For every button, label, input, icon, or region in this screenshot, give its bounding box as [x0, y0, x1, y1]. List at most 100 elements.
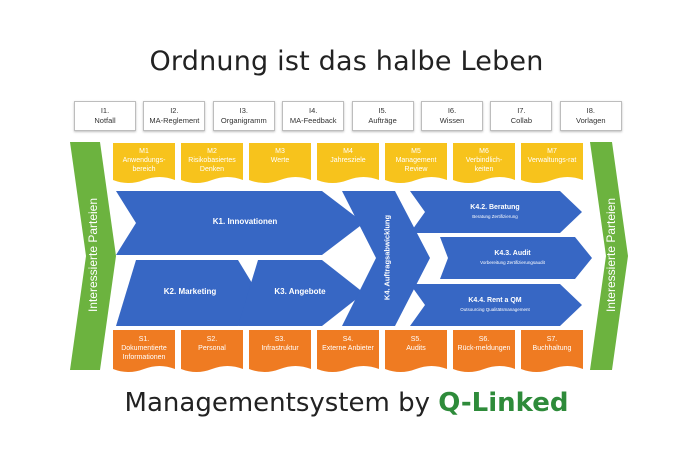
- support-tab-text: Dokumentierte Informationen: [121, 345, 167, 361]
- k43-audit-arrow[interactable]: [440, 237, 592, 279]
- support-tab-label: S6. Rück-meldungen: [453, 335, 515, 353]
- brand-logo[interactable]: Q-Linked: [438, 388, 569, 418]
- support-tab-4[interactable]: [317, 330, 379, 372]
- k42-label: K4.2. Beratung: [470, 204, 520, 211]
- k2-label: K2. Marketing: [163, 287, 217, 296]
- k42-sub: Beratung Zertifizierung: [472, 214, 518, 219]
- info-box-label: Vorlagen: [575, 116, 606, 125]
- info-box-id: I1.: [100, 106, 110, 115]
- footer-prefix: Managementsystem by: [124, 388, 439, 418]
- management-tab-id: M1: [139, 148, 149, 155]
- management-tab-text: Werte: [270, 157, 290, 164]
- info-box-6[interactable]: I6.Wissen: [421, 101, 483, 131]
- management-tab-5[interactable]: [385, 143, 447, 183]
- management-tab-6[interactable]: [453, 143, 515, 183]
- management-tab-2[interactable]: [181, 143, 243, 183]
- management-tab-id: M5: [411, 148, 421, 155]
- support-tab-label: S7. Buchhaltung: [521, 335, 583, 353]
- support-tab-label: S4. Externe Anbieter: [317, 335, 379, 353]
- k44-sub: Outsourcing Qualitätsmanagement: [460, 307, 530, 312]
- k2-marketing-arrow[interactable]: [116, 260, 258, 326]
- management-tab-text: Jahresziele: [330, 157, 366, 164]
- support-tab-1[interactable]: [113, 330, 175, 372]
- support-tab-text: Rück-meldungen: [457, 345, 511, 352]
- info-box-id: I5.: [378, 106, 387, 115]
- support-tab-5[interactable]: [385, 330, 447, 372]
- support-tab-2[interactable]: [181, 330, 243, 372]
- management-tab-text: Management Review: [395, 157, 437, 173]
- support-tab-text: Externe Anbieter: [322, 345, 374, 352]
- k1-label: K1. Innovationen: [212, 217, 278, 226]
- support-tab-label: S5. Audits: [385, 335, 447, 353]
- k43-label: K4.3. Audit: [494, 250, 531, 257]
- info-box-id: I7.: [517, 106, 526, 115]
- management-tab-id: M7: [547, 148, 557, 155]
- info-box-4[interactable]: I4.MA-Feedback: [282, 101, 345, 131]
- info-box-3[interactable]: I3.Organigramm: [212, 101, 275, 131]
- support-tab-text: Infrastruktur: [261, 345, 299, 352]
- management-tab-id: M6: [479, 148, 489, 155]
- support-tab-id: S7.: [546, 336, 558, 343]
- right-side-arrow: [590, 142, 628, 370]
- management-tab-text: Risikobasiertes Denken: [188, 157, 236, 173]
- info-box-id: I2.: [170, 106, 179, 115]
- support-tab-label: S2. Personal: [181, 335, 243, 353]
- support-tab-id: S4.: [342, 336, 354, 343]
- support-tab-id: S5.: [410, 336, 422, 343]
- management-tab-4[interactable]: [317, 143, 379, 183]
- management-tab-7[interactable]: [521, 143, 583, 183]
- k43-sub: Vorbereitung Zertifizierungsaudit: [480, 260, 545, 265]
- info-box-label: Collab: [510, 116, 533, 125]
- support-tab-text: Buchhaltung: [532, 345, 572, 352]
- management-tab-1[interactable]: [113, 143, 175, 183]
- k3-label: K3. Angebote: [274, 287, 326, 296]
- info-box-label: Aufträge: [368, 116, 397, 125]
- support-tab-6[interactable]: [453, 330, 515, 372]
- support-tab-id: S2.: [206, 336, 218, 343]
- k42-consulting-arrow[interactable]: [410, 191, 582, 233]
- footer-tagline: Managementsystem by Q-Linked: [0, 388, 693, 418]
- k3-offers-arrow[interactable]: [238, 260, 364, 326]
- support-tab-label: S3. Infrastruktur: [249, 335, 311, 353]
- k44-label: K4.4. Rent a QM: [468, 297, 522, 304]
- right-side-label: Interessierte Parteien: [604, 197, 618, 313]
- k4-order-processing-arrow[interactable]: [342, 191, 430, 326]
- support-tab-id: S6.: [478, 336, 490, 343]
- support-tab-id: S3.: [274, 336, 286, 343]
- info-box-label: MA-Reglement: [149, 116, 200, 125]
- support-tab-text: Personal: [198, 345, 226, 352]
- info-box-label: Notfall: [94, 116, 116, 125]
- management-tab-id: M2: [207, 148, 217, 155]
- k44-rentqm-arrow[interactable]: [410, 284, 582, 326]
- info-box-8[interactable]: I8.Vorlagen: [559, 101, 622, 131]
- left-side-label: Interessierte Parteien: [86, 197, 100, 313]
- info-box-7[interactable]: I7.Collab: [490, 101, 553, 131]
- info-box-label: MA-Feedback: [289, 116, 337, 125]
- info-box-1[interactable]: I1.Notfall: [74, 101, 136, 131]
- info-box-id: I4.: [309, 106, 318, 115]
- k1-innovations-arrow[interactable]: [116, 191, 364, 255]
- info-box-id: I8.: [586, 106, 595, 115]
- info-box-label: Wissen: [439, 116, 465, 125]
- k4-label: K4. Auftragsabwicklung: [382, 214, 392, 301]
- support-tab-3[interactable]: [249, 330, 311, 372]
- management-tab-id: M4: [343, 148, 353, 155]
- info-box-2[interactable]: I2.MA-Reglement: [143, 101, 206, 131]
- info-box-id: I3.: [239, 106, 248, 115]
- management-tab-3[interactable]: [249, 143, 311, 183]
- management-tab-text: Anwendungs-bereich: [122, 157, 166, 173]
- info-box-5[interactable]: I5.Aufträge: [351, 101, 414, 131]
- support-tab-id: S1.: [138, 336, 150, 343]
- info-box-label: Organigramm: [220, 116, 267, 125]
- support-tab-text: Audits: [406, 345, 426, 352]
- support-tab-7[interactable]: [521, 330, 583, 372]
- management-tab-text: Verbindlich-keiten: [465, 157, 503, 173]
- support-tab-label: S1. Dokumentierte Informationen: [113, 335, 175, 362]
- page-title: Ordnung ist das halbe Leben: [149, 46, 544, 77]
